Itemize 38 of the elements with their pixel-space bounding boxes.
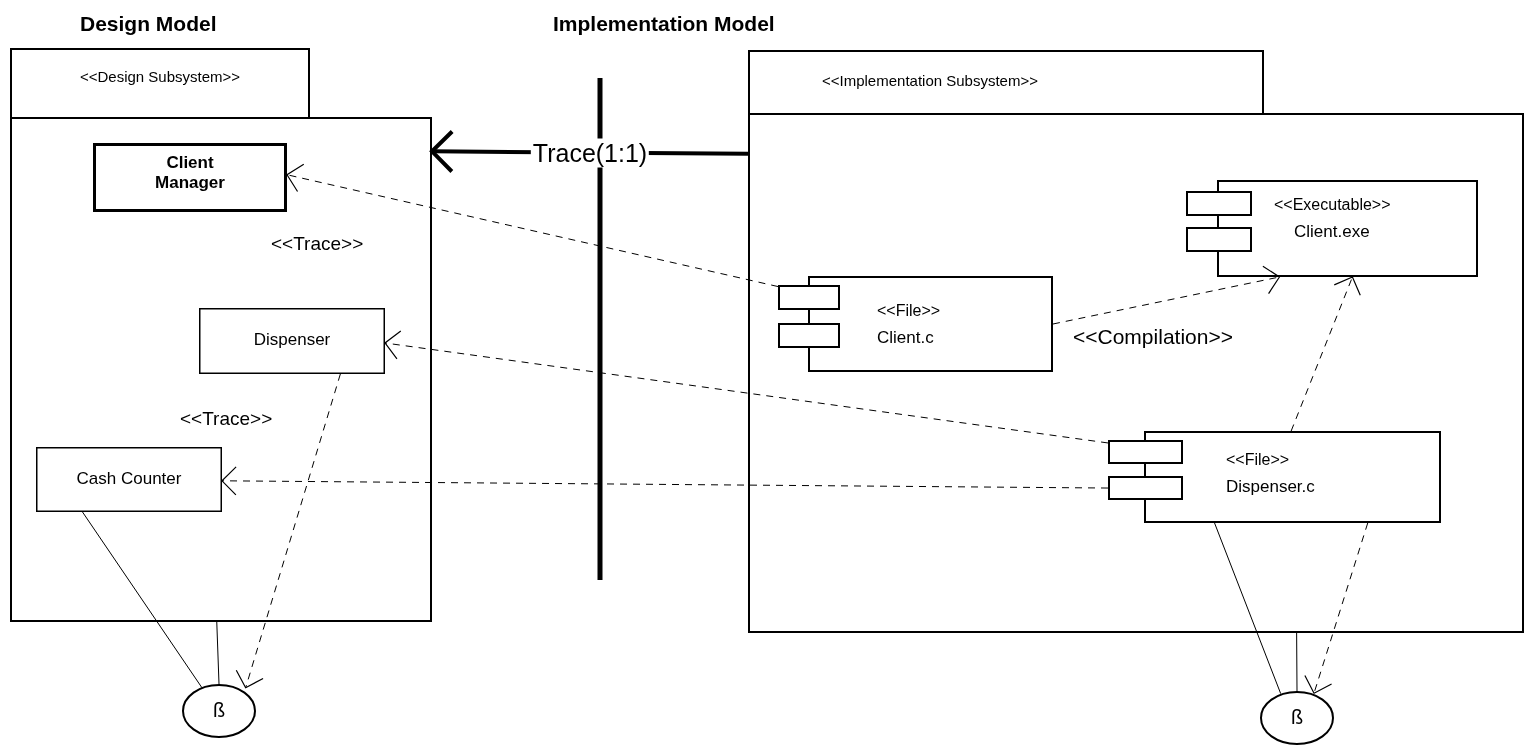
edge-label: Trace(1:1) bbox=[530, 138, 650, 168]
dependency-arrow bbox=[1290, 276, 1361, 432]
dependency-arrow bbox=[430, 129, 748, 174]
interface-symbol: ß bbox=[1289, 706, 1305, 729]
component-stereotype: <<File>> bbox=[877, 302, 941, 321]
model-heading: Implementation Model bbox=[553, 12, 775, 36]
dependency-arrow bbox=[286, 163, 779, 288]
interface-circle bbox=[182, 684, 256, 738]
package-frame bbox=[748, 50, 1524, 633]
interface-symbol: ß bbox=[211, 699, 227, 722]
package-frame bbox=[10, 48, 432, 622]
interface-circle bbox=[1260, 691, 1334, 745]
dependency-arrow bbox=[221, 466, 1109, 496]
component-stereotype: <<Executable>> bbox=[1274, 196, 1391, 215]
model-heading: Design Model bbox=[80, 12, 217, 36]
class-name: Client Manager bbox=[154, 153, 226, 193]
component-name: Client.c bbox=[877, 328, 934, 348]
connector-line bbox=[82, 511, 203, 689]
stereotype-label: <<Compilation>> bbox=[1073, 325, 1233, 349]
package-stereotype: <<Design Subsystem>> bbox=[78, 68, 242, 86]
class-name: Dispenser bbox=[252, 330, 332, 350]
component-stereotype: <<File>> bbox=[1226, 451, 1290, 470]
dependency-arrow bbox=[1052, 265, 1281, 325]
dependency-arrow bbox=[384, 330, 1109, 444]
dependency-arrow bbox=[1304, 522, 1369, 694]
connector-line bbox=[1214, 522, 1282, 695]
dependency-arrow bbox=[235, 373, 341, 689]
package-stereotype: <<Implementation Subsystem>> bbox=[822, 72, 1038, 90]
connector-line bbox=[216, 621, 220, 685]
class-box bbox=[36, 447, 222, 512]
class-box bbox=[199, 308, 385, 374]
class-name: Cash Counter bbox=[75, 469, 183, 489]
component-name: Client.exe bbox=[1294, 222, 1370, 242]
stereotype-label: <<Trace>> bbox=[180, 408, 273, 430]
stereotype-label: <<Trace>> bbox=[271, 233, 364, 255]
component-name: Dispenser.c bbox=[1226, 477, 1315, 497]
connector-line bbox=[1296, 632, 1298, 692]
class-box bbox=[93, 143, 287, 212]
